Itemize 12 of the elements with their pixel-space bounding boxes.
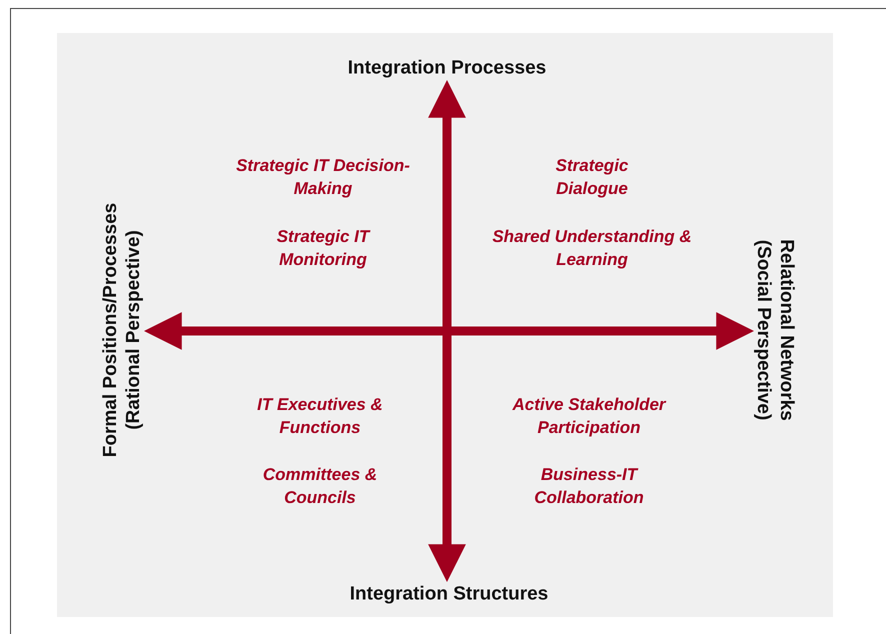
axis-label: Integration Processes [348,56,546,80]
axis-label: Relational Networks (Social Perspective) [752,239,798,421]
axis-label: Formal Positions/Processes (Rational Perspective) [99,202,145,458]
quadrant-label: Strategic Dialogue [554,155,630,200]
quadrant-label: Business-IT Collaboration [533,464,645,509]
quadrant-label: Strategic IT Decision-Making [236,155,410,200]
quadrant-label: Shared Understanding & Learning [491,226,693,271]
axis-label: Integration Structures [350,582,548,606]
quadrant-label: Committees & Councils [262,464,378,509]
quadrant-label: IT Executives & Functions [256,394,384,439]
quadrant-label: Strategic IT Monitoring [276,226,372,271]
quadrant-label: Active Stakeholder Participation [511,394,668,439]
